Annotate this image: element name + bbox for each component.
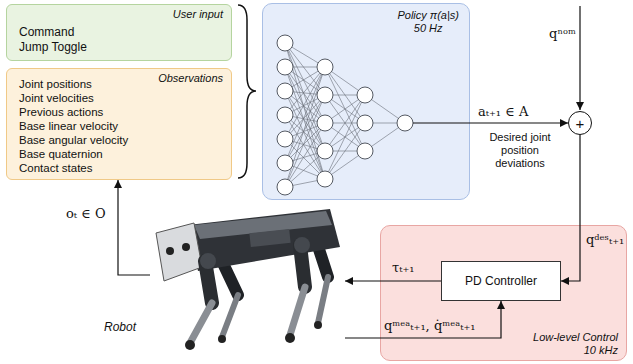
observation-item: Previous actions [19, 105, 231, 119]
signal-arrow [118, 180, 150, 275]
annotation-note: Desired joint position deviations [476, 131, 564, 170]
nominal-input-line [579, 6, 580, 110]
signal-arrow [345, 280, 441, 281]
signal-label: qᵐᵉᵃₜ₊₁, q̇ᵐᵉᵃₜ₊₁ [384, 318, 476, 334]
robot-label: Robot [104, 320, 136, 334]
panel-title: Low-level Control [533, 331, 618, 344]
observation-item: Base quaternion [19, 147, 231, 161]
input-panel: User inputCommandJump Toggle [6, 4, 232, 61]
text-slot: Observations [158, 72, 223, 85]
observation-item: Joint velocities [19, 91, 231, 105]
signal-label: τₜ₊₁ [392, 260, 414, 276]
text-slot: Policy π(a|s)50 Hz [397, 9, 459, 35]
sum-sign: + [576, 116, 585, 131]
signal-arrow [470, 122, 568, 123]
panel-title: Observations [158, 72, 223, 85]
text-slot: Robot [104, 320, 136, 334]
rate-label: 10 kHz [533, 344, 618, 357]
text-slot: Joint positionsJoint velocitiesPrevious … [7, 69, 231, 175]
process-box: PD Controller [441, 261, 561, 301]
robot-illustration [156, 209, 340, 350]
observation-item: Joint positions [19, 77, 231, 91]
neural-network [277, 35, 470, 195]
rate-label: 50 Hz [397, 22, 459, 35]
text-slot: Low-level Control10 kHz [533, 331, 618, 357]
observation-item: Base linear velocity [19, 119, 231, 133]
text-slot: + [569, 112, 591, 134]
observation-item: Contact states [19, 161, 231, 175]
signal-label: oₜ ∈ O [66, 206, 106, 222]
text-slot: User input [173, 8, 223, 21]
signal-label: qᵈᵉˢₜ₊₁ [586, 232, 624, 248]
input-item: Command [19, 25, 231, 40]
panel-title: Policy π(a|s) [397, 9, 459, 22]
panel-title: User input [173, 8, 223, 21]
sum-junction: + [568, 111, 592, 135]
observation-item: Base angular velocity [19, 133, 231, 147]
text-slot: PD Controller [442, 262, 560, 300]
signal-arrow [561, 135, 580, 281]
signal-arrow [345, 301, 501, 338]
observation-panel: ObservationsJoint positionsJoint velocit… [6, 68, 232, 180]
signal-label: aₜ₊₁ ∈ A [478, 104, 528, 120]
curly-brace [238, 5, 256, 178]
input-item: Jump Toggle [19, 40, 231, 55]
box-label: PD Controller [465, 274, 537, 288]
signal-label: qⁿᵒᵐ [540, 26, 576, 42]
